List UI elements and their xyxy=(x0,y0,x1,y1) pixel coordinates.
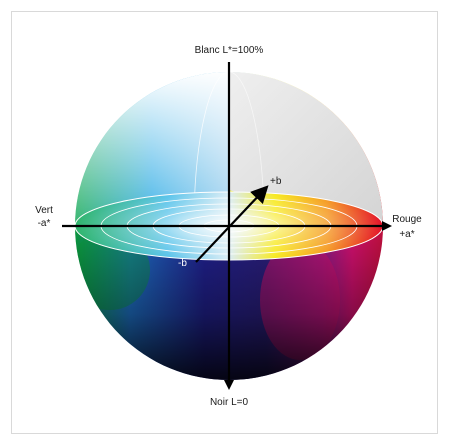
blue-axis-label: -b xyxy=(178,258,187,269)
green-axis-label: -a* xyxy=(38,218,51,229)
red-axis-label: +a* xyxy=(399,229,414,240)
white-axis-label: Blanc L*=100% xyxy=(195,45,264,56)
green-name-label: Vert xyxy=(35,205,53,216)
l-axis-arrow-down xyxy=(224,380,234,390)
b-axis xyxy=(195,185,269,263)
a-axis-arrow-right xyxy=(382,221,392,231)
black-axis-label: Noir L=0 xyxy=(210,397,249,408)
red-name-label: Rouge xyxy=(392,214,422,225)
yellow-axis-label: +b xyxy=(270,176,282,187)
